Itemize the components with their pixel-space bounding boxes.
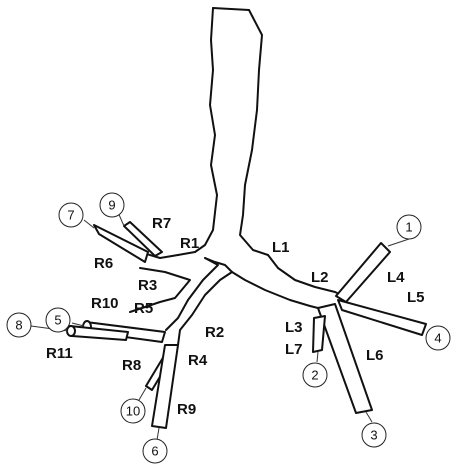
- label-r1: R1: [180, 235, 199, 252]
- airway-outline: [129, 7, 349, 346]
- marker-7-text: 7: [67, 208, 74, 223]
- label-l7: L7: [285, 341, 303, 358]
- marker-10-text: 10: [126, 404, 140, 419]
- label-l4: L4: [387, 269, 405, 286]
- label-r9: R9: [177, 401, 196, 418]
- branch-r9: [151, 344, 179, 429]
- marker-6-text: 6: [151, 444, 158, 459]
- marker-8-text: 8: [15, 318, 22, 333]
- label-r8: R8: [122, 357, 141, 374]
- marker-6: 6: [142, 438, 168, 464]
- left-branches: [312, 242, 427, 414]
- leader-6: [156, 427, 160, 441]
- marker-9: 9: [99, 192, 125, 218]
- left-main-lower-wall: [231, 271, 319, 309]
- leader-7: [83, 219, 95, 229]
- branch-r6: [93, 224, 149, 263]
- marker-2: 2: [302, 362, 328, 388]
- marker-10: 10: [120, 398, 146, 424]
- segment-labels: L1 L2 L3 L4 L5 L6 L7 R1 R2 R3 R4 R5 R6 R…: [46, 215, 425, 418]
- branch-r11-end: [66, 325, 76, 337]
- label-r2: R2: [205, 324, 224, 341]
- leader-3: [365, 411, 373, 423]
- branch-l5: [337, 299, 427, 336]
- numbered-markers: 1 2 3 4 5 6 7 8: [6, 192, 451, 464]
- marker-9-text: 9: [108, 198, 115, 213]
- marker-8: 8: [6, 312, 32, 338]
- marker-5: 5: [45, 307, 71, 333]
- label-l5: L5: [407, 289, 425, 306]
- right-intermediate-wall: [177, 271, 233, 346]
- trachea-right-wall: [239, 9, 269, 256]
- label-l1: L1: [272, 239, 290, 256]
- branch-l4: [335, 242, 391, 303]
- marker-3-text: 3: [370, 428, 377, 443]
- label-r3: R3: [138, 277, 157, 294]
- label-r11: R11: [46, 345, 73, 362]
- label-l3: L3: [285, 319, 303, 336]
- branch-l7: [312, 315, 326, 353]
- leader-2: [316, 351, 319, 363]
- label-l6: L6: [366, 347, 384, 364]
- marker-1-text: 1: [405, 220, 412, 235]
- branch-l6: [317, 303, 373, 414]
- label-r4: R4: [188, 352, 208, 369]
- trachea-left-wall: [177, 7, 218, 256]
- label-r7: R7: [152, 215, 171, 232]
- leader-5: [71, 322, 85, 327]
- branch-r7: [123, 221, 163, 257]
- right-branches: [66, 221, 179, 429]
- leader-1: [387, 238, 410, 247]
- marker-7: 7: [58, 202, 84, 228]
- marker-4-text: 4: [434, 331, 441, 346]
- trachea-top: [212, 7, 250, 11]
- marker-2-text: 2: [311, 368, 318, 383]
- marker-5-text: 5: [54, 313, 61, 328]
- label-r5: R5: [134, 300, 153, 317]
- label-r10: R10: [91, 295, 119, 312]
- right-inner-wall: [129, 267, 191, 313]
- carina: [204, 257, 233, 273]
- marker-1: 1: [396, 214, 422, 240]
- left-main-upper-wall: [267, 254, 349, 299]
- marker-4: 4: [425, 325, 451, 351]
- leader-10: [138, 387, 147, 401]
- label-l2: L2: [311, 269, 329, 286]
- marker-3: 3: [361, 422, 387, 448]
- right-main-lower-wall: [165, 257, 219, 331]
- label-r6: R6: [94, 255, 113, 272]
